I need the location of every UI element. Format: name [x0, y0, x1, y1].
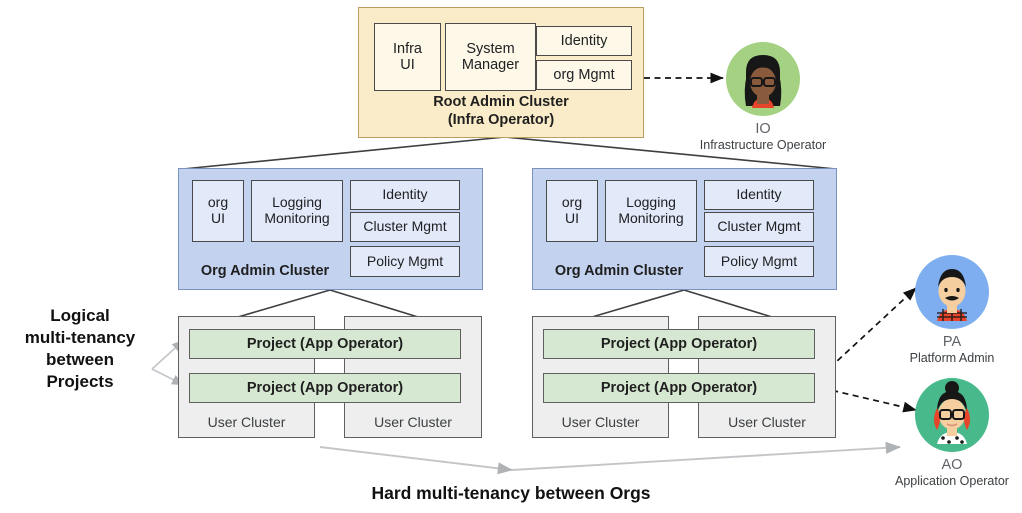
connector-root-to-org-left — [182, 136, 506, 170]
org1-component-policy-mgmt[interactable]: Policy Mgmt — [350, 246, 460, 277]
persona-pa[interactable]: PA Platform Admin — [882, 255, 1022, 365]
project-2-2[interactable]: Project (App Operator) — [543, 373, 815, 403]
persona-pa-role: Platform Admin — [909, 351, 995, 365]
connector-org2-to-uc2 — [683, 289, 773, 318]
org-admin-cluster-1-title: Org Admin Cluster — [200, 263, 330, 279]
org2-component-policy-mgmt[interactable]: Policy Mgmt — [704, 246, 814, 277]
root-component-org-mgmt[interactable]: org Mgmt — [536, 60, 632, 90]
persona-ao-avatar — [915, 378, 989, 452]
connector-hard-tenancy-left — [319, 446, 513, 475]
user-cluster-2-2-label: User Cluster — [728, 414, 806, 430]
persona-pa-abbr: PA — [942, 334, 962, 350]
connector-org1-to-uc2 — [329, 289, 419, 318]
persona-pa-avatar — [915, 255, 989, 329]
root-cluster-title: Root Admin Cluster (Infra Operator) — [358, 93, 644, 129]
connector-hard-tenancy-right — [511, 441, 901, 471]
logical-multitenancy-label: Logical multi-tenancy between Projects — [24, 306, 136, 392]
persona-io-abbr: IO — [755, 121, 771, 137]
persona-io[interactable]: IO Infrastructure Operator — [693, 42, 833, 152]
connector-org1-to-uc1 — [237, 289, 331, 318]
org2-component-org-ui[interactable]: org UI — [546, 180, 598, 242]
root-cluster-title-line1: Root Admin Cluster — [433, 94, 569, 110]
org1-component-identity[interactable]: Identity — [350, 180, 460, 210]
project-1-1[interactable]: Project (App Operator) — [189, 329, 461, 359]
persona-ao-role: Application Operator — [895, 474, 1009, 488]
persona-ao-abbr: AO — [941, 457, 963, 473]
project-1-2[interactable]: Project (App Operator) — [189, 373, 461, 403]
persona-io-role: Infrastructure Operator — [699, 138, 827, 152]
persona-ao[interactable]: AO Application Operator — [882, 378, 1022, 488]
org2-component-cluster-mgmt[interactable]: Cluster Mgmt — [704, 212, 814, 242]
user-cluster-1-1-label: User Cluster — [207, 414, 286, 430]
org-admin-cluster-2-title: Org Admin Cluster — [554, 263, 684, 279]
persona-io-avatar — [726, 42, 800, 116]
connector-org2-to-uc1 — [591, 289, 685, 318]
project-2-1[interactable]: Project (App Operator) — [543, 329, 815, 359]
root-component-infra-ui[interactable]: Infra UI — [374, 23, 441, 91]
root-cluster-title-line2: (Infra Operator) — [447, 112, 555, 129]
root-component-system-manager[interactable]: System Manager — [445, 23, 536, 91]
org1-component-logging-monitoring[interactable]: Logging Monitoring — [251, 180, 343, 242]
org1-component-org-ui[interactable]: org UI — [192, 180, 244, 242]
org2-component-logging-monitoring[interactable]: Logging Monitoring — [605, 180, 697, 242]
org1-component-cluster-mgmt[interactable]: Cluster Mgmt — [350, 212, 460, 242]
hard-multitenancy-label: Hard multi-tenancy between Orgs — [371, 483, 651, 503]
org2-component-identity[interactable]: Identity — [704, 180, 814, 210]
user-cluster-2-1-label: User Cluster — [561, 414, 640, 430]
root-component-identity[interactable]: Identity — [536, 26, 632, 56]
user-cluster-1-2-label: User Cluster — [374, 414, 452, 430]
